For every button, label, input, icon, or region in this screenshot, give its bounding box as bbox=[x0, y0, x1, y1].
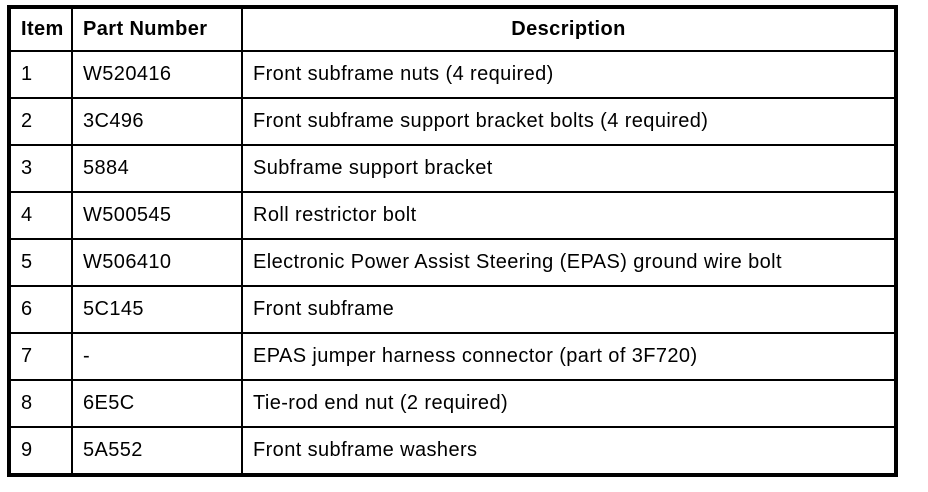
item-cell: 1 bbox=[8, 50, 73, 99]
part-number-cell: W506410 bbox=[71, 238, 243, 287]
item-cell: 8 bbox=[8, 379, 73, 428]
part-number-cell: - bbox=[71, 332, 243, 381]
header-part-number: Part Number bbox=[71, 6, 243, 52]
part-number-cell: 5884 bbox=[71, 144, 243, 193]
description-cell: Subframe support bracket bbox=[241, 144, 897, 193]
part-number-cell: 5A552 bbox=[71, 426, 243, 476]
item-cell: 6 bbox=[8, 285, 73, 334]
header-row: Item Part Number Description bbox=[8, 6, 897, 52]
description-cell: Front subframe bbox=[241, 285, 897, 334]
item-cell: 3 bbox=[8, 144, 73, 193]
part-number-cell: W500545 bbox=[71, 191, 243, 240]
item-cell: 7 bbox=[8, 332, 73, 381]
part-number-cell: 6E5C bbox=[71, 379, 243, 428]
description-cell: Front subframe support bracket bolts (4 … bbox=[241, 97, 897, 146]
item-cell: 2 bbox=[8, 97, 73, 146]
item-cell: 5 bbox=[8, 238, 73, 287]
description-cell: Tie-rod end nut (2 required) bbox=[241, 379, 897, 428]
item-cell: 4 bbox=[8, 191, 73, 240]
description-cell: Electronic Power Assist Steering (EPAS) … bbox=[241, 238, 897, 287]
table-row: 7-EPAS jumper harness connector (part of… bbox=[8, 332, 897, 381]
part-number-cell: 3C496 bbox=[71, 97, 243, 146]
header-item: Item bbox=[8, 6, 73, 52]
header-description: Description bbox=[241, 6, 897, 52]
description-cell: Front subframe nuts (4 required) bbox=[241, 50, 897, 99]
part-number-cell: W520416 bbox=[71, 50, 243, 99]
description-cell: EPAS jumper harness connector (part of 3… bbox=[241, 332, 897, 381]
part-number-cell: 5C145 bbox=[71, 285, 243, 334]
item-cell: 9 bbox=[8, 426, 73, 476]
description-cell: Front subframe washers bbox=[241, 426, 897, 476]
description-cell: Roll restrictor bolt bbox=[241, 191, 897, 240]
